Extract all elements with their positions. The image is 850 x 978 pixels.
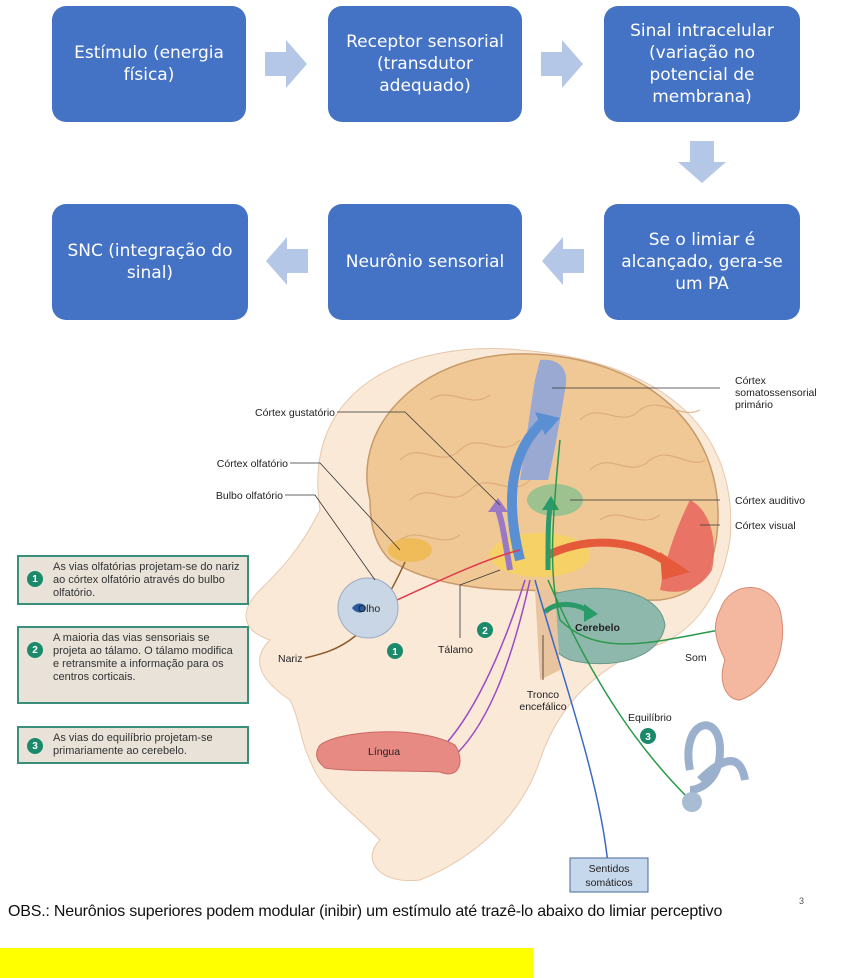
label-somatosensory-1: Córtex [735,375,767,387]
flow-step-stimulus: Estímulo (energia física) [52,6,246,122]
note-text: As vias olfatórias projetam-se do nariz … [53,561,240,599]
note-number-badge: 2 [27,642,43,658]
flow-step-cns: SNC (integração do sinal) [52,204,248,320]
label-somatosensory-2: somatossensorial [735,387,817,399]
visual-arrowhead [660,552,690,580]
somatic-pathway [534,579,609,866]
badge-3: 3 [640,728,656,744]
sound-pathway [551,439,721,645]
note-olfactory: 1 As vias olfatórias projetam-se do nari… [17,555,249,605]
label-somatic-senses-2: somáticos [585,877,632,889]
flow-step-label: Se o limiar é alcançado, gera-se um PA [621,230,783,294]
label-somatosensory-3: primário [735,399,773,411]
obs-note: OBS.: Neurônios superiores podem modular… [8,903,723,920]
auditory-arrow [545,507,553,571]
note-equilibrium: 3 As vias do equilíbrio projetam-se prim… [17,726,249,764]
label-visual-cortex: Córtex visual [735,520,796,532]
taste-pathway-2 [449,579,531,761]
cerebellum-arrowhead [584,604,598,622]
label-brainstem-2: encefálico [519,701,566,713]
badge-2: 2 [477,622,493,638]
sensory-pathways-illustration: Sentidos somáticos Córtex gustatório Cór… [216,348,817,893]
somatic-senses-box [569,857,649,893]
flow-step-threshold: Se o limiar é alcançado, gera-se um PA [604,204,800,320]
label-gustatory-cortex: Córtex gustatório [255,407,335,419]
flow-step-label: Estímulo (energia física) [74,43,224,85]
label-brainstem-1: Tronco [527,689,559,701]
flow-step-label: Receptor sensorial (transdutor adequado) [346,32,504,96]
svg-text:1: 1 [392,647,398,658]
svg-text:3: 3 [645,732,651,743]
note-text: As vias do equilíbrio projetam-se primar… [53,732,213,757]
label-nose: Nariz [278,653,303,665]
label-cerebellum: Cerebelo [575,622,620,634]
tongue [316,731,461,775]
olfactory-bulb-region [388,538,432,562]
note-number-badge: 3 [27,738,43,754]
brain-gyri [399,394,706,541]
svg-text:2: 2 [482,626,488,637]
flow-step-intracellular-signal: Sinal intracelular (variação no potencia… [604,6,800,122]
visual-arrow [546,538,673,569]
inner-ear [684,721,749,794]
label-sound: Som [685,652,707,664]
olfactory-pathway [304,561,406,659]
eye [337,577,399,639]
arrow-down-icon [678,141,726,183]
note-text: A maioria das vias sensoriais se projeta… [53,632,233,683]
label-olfactory-bulb: Bulbo olfatório [216,490,283,502]
brainstem [535,590,560,680]
label-thalamus: Tálamo [438,644,473,656]
flow-step-receptor: Receptor sensorial (transdutor adequado) [328,6,522,122]
flow-step-label: Sinal intracelular (variação no potencia… [630,21,774,107]
label-tongue: Língua [368,746,400,758]
arrow-left-icon [266,237,308,285]
label-equilibrium: Equilíbrio [628,712,672,724]
yellow-highlight-bar [0,948,533,978]
label-somatic-senses-1: Sentidos [589,863,630,875]
label-olfactory-cortex: Córtex olfatório [217,458,288,470]
arrow-right-icon [265,40,307,88]
flow-step-label: Neurônio sensorial [345,252,505,272]
note-thalamus: 2 A maioria das vias sensoriais se proje… [17,626,249,704]
badge-1: 1 [387,643,403,659]
arrow-left-icon [542,237,584,285]
page-number: 3 [799,896,805,906]
label-eye: Olho [358,603,380,615]
gustatory-arrow [495,508,513,571]
note-number-badge: 1 [27,571,43,587]
somatosensory-arrowhead [535,412,560,435]
gustatory-arrowhead [488,498,508,512]
flow-step-sensory-neuron: Neurônio sensorial [328,204,522,320]
somatosensory-arrow [507,416,549,562]
flow-step-label: SNC (integração do sinal) [67,241,233,283]
taste-pathway-1 [439,579,526,751]
label-auditory-cortex: Córtex auditivo [735,495,805,507]
ear [714,587,784,701]
equilibrium-pathway [547,579,691,801]
arrow-right-icon [541,40,583,88]
leader-lines [285,387,720,680]
